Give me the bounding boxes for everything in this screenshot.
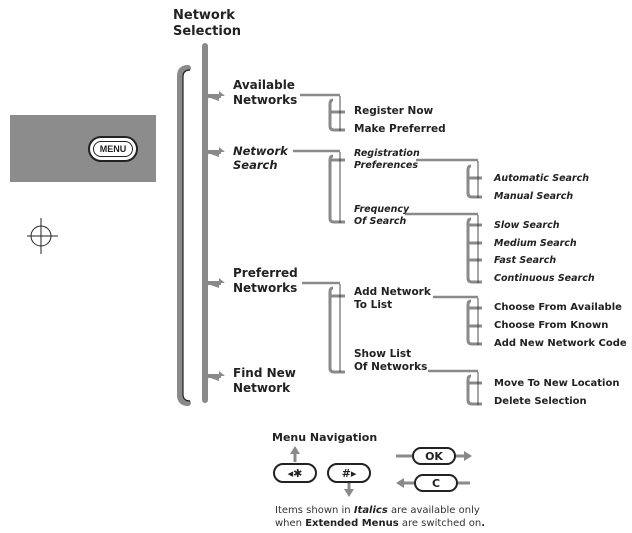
menu-item-preferred-networks: Preferred Networks	[233, 266, 298, 296]
menu-item-slow-search: Slow Search	[494, 220, 560, 231]
menu-navigation-title: Menu Navigation	[272, 431, 378, 444]
menu-item-move-to-new-location: Move To New Location	[494, 378, 620, 389]
note-line1: Items shown in Italics are available onl…	[275, 504, 485, 517]
title-line2: Selection	[173, 24, 242, 39]
star-left-key[interactable]: ◂✱	[273, 463, 317, 483]
menu-item-choose-from-known: Choose From Known	[494, 320, 609, 331]
find-line2: Network	[233, 381, 291, 395]
menu-item-choose-from-available: Choose From Available	[494, 302, 622, 313]
available-line2: Networks	[233, 93, 298, 107]
show-list-line2: Of Networks	[354, 361, 428, 373]
level1-arrow-shafts	[205, 94, 221, 378]
right-arrow-icon	[464, 451, 472, 461]
reg-prefs-line2: Preferences	[354, 160, 418, 171]
note-part4: are switched on	[398, 518, 482, 529]
note-part2: are available only	[387, 505, 480, 516]
note-part1: Items shown in	[275, 505, 354, 516]
level2-connectors	[293, 93, 340, 285]
down-arrow-icon	[344, 489, 354, 497]
title-line1: Network	[173, 8, 235, 23]
menu-button-label: MENU	[93, 141, 133, 157]
search-line2: Search	[233, 158, 278, 172]
menu-item-add-new-network-code: Add New Network Code	[494, 338, 627, 349]
c-key[interactable]: C	[414, 474, 458, 492]
menu-item-frequency-of-search: Frequency Of Search	[354, 204, 409, 228]
menu-item-add-network-to-list: Add Network To List	[354, 286, 431, 312]
menu-item-medium-search: Medium Search	[494, 238, 577, 249]
reg-prefs-line1: Registration	[354, 148, 420, 159]
main-bracket	[177, 43, 208, 406]
note-italics-word: Italics	[353, 505, 388, 516]
add-network-line2: To List	[354, 299, 393, 311]
search-line1: Network	[233, 144, 288, 158]
frequency-line2: Of Search	[354, 216, 407, 227]
note-extended-menus: Extended Menus	[305, 518, 399, 529]
level3-brackets	[466, 164, 482, 406]
menu-item-delete-selection: Delete Selection	[494, 396, 587, 407]
ok-key[interactable]: OK	[412, 447, 456, 465]
italics-note: Items shown in Italics are available onl…	[275, 504, 485, 530]
show-list-line1: Show List	[354, 348, 412, 360]
left-arrow-icon	[396, 478, 404, 488]
menu-item-fast-search: Fast Search	[494, 255, 557, 266]
menu-item-registration-preferences: Registration Preferences	[354, 148, 420, 172]
menu-item-network-search: Network Search	[233, 144, 288, 172]
menu-item-continuous-search: Continuous Search	[494, 273, 595, 284]
menu-item-find-new-network: Find New Network	[233, 366, 296, 396]
note-part3: when	[275, 518, 306, 529]
up-arrow-icon	[290, 446, 300, 454]
note-period: .	[481, 518, 486, 529]
note-line2: when Extended Menus are switched on.	[275, 517, 485, 530]
preferred-line2: Networks	[233, 281, 298, 295]
level2-brackets	[328, 98, 345, 374]
menu-item-available-networks: Available Networks	[233, 78, 297, 108]
menu-item-automatic-search: Automatic Search	[494, 173, 590, 184]
frequency-line1: Frequency	[354, 204, 410, 215]
menu-item-register-now: Register Now	[354, 105, 434, 117]
menu-item-show-list-of-networks: Show List Of Networks	[354, 348, 427, 374]
menu-button[interactable]: MENU	[88, 136, 138, 162]
find-line1: Find New	[233, 366, 296, 380]
available-line1: Available	[233, 78, 295, 92]
diagram-title: Network Selection	[173, 8, 241, 40]
menu-item-make-preferred: Make Preferred	[354, 123, 446, 135]
main-bracket-outline	[182, 69, 191, 402]
hash-right-key[interactable]: #▸	[327, 463, 371, 483]
menu-item-manual-search: Manual Search	[494, 191, 574, 202]
registration-mark-icon	[27, 218, 58, 254]
preferred-line1: Preferred	[233, 266, 298, 280]
add-network-line1: Add Network	[354, 286, 431, 298]
level3-connectors	[405, 158, 478, 373]
